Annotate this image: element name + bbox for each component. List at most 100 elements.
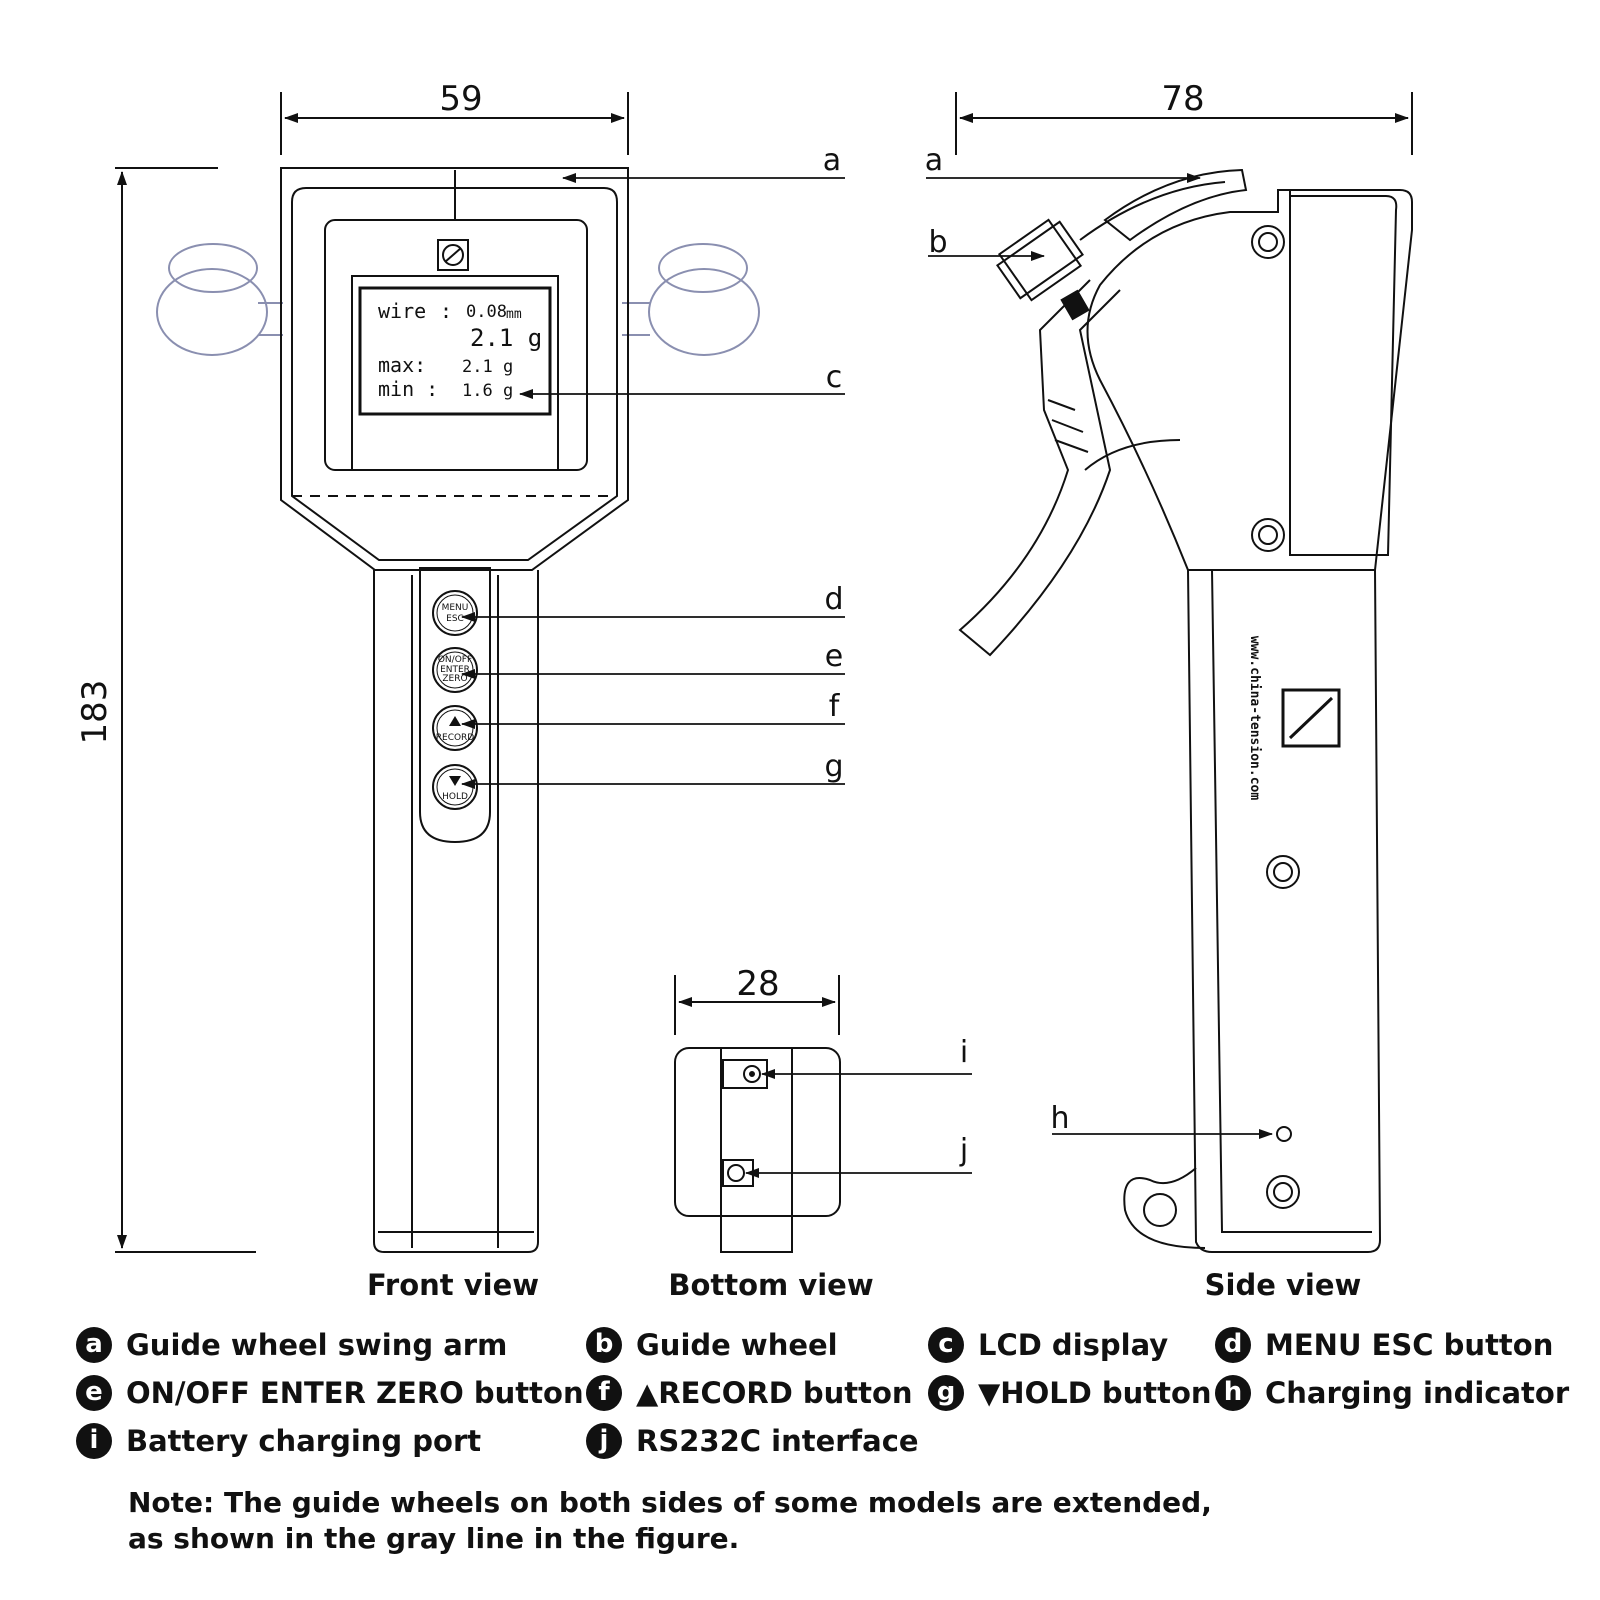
legend-item-h: h Charging indicator — [1215, 1373, 1569, 1413]
callout-i: i — [960, 1035, 968, 1070]
lcd-wire-sep: : — [440, 299, 452, 323]
legend-item-i: i Battery charging port — [76, 1421, 481, 1461]
hold-button[interactable]: HOLD — [432, 764, 478, 810]
extended-guide-wheels-gray — [156, 243, 760, 356]
lcd-display — [351, 275, 559, 471]
front-height-dimension — [115, 167, 256, 1253]
up-triangle-icon — [449, 716, 461, 726]
menu-esc-button[interactable]: MENU ESC — [432, 590, 478, 636]
front-width-label: 59 — [439, 79, 482, 119]
callout-f: f — [829, 689, 841, 724]
lcd-wire-unit: mm — [506, 307, 522, 322]
screw-icon — [1251, 518, 1285, 552]
note-line-1: Note: The guide wheels on both sides of … — [128, 1486, 1212, 1519]
website-url: www.china-tension.com — [1247, 636, 1262, 801]
legend-badge-g: g — [928, 1375, 964, 1411]
legend-text-h: Charging indicator — [1265, 1376, 1570, 1410]
bottom-width-label: 28 — [736, 964, 779, 1004]
charging-indicator — [1276, 1126, 1292, 1142]
lcd-wire-label: wire — [378, 299, 426, 323]
legend-text-b: Guide wheel — [636, 1328, 838, 1362]
front-view-caption: Front view — [367, 1268, 539, 1302]
menu-label: MENU — [442, 603, 469, 613]
callout-g: g — [824, 749, 843, 784]
side-view-caption: Side view — [1205, 1268, 1362, 1302]
legend-item-b: b Guide wheel — [586, 1325, 838, 1365]
side-width-dimension — [955, 92, 1413, 155]
hold-label: HOLD — [442, 792, 468, 802]
legend-item-a: a Guide wheel swing arm — [76, 1325, 507, 1365]
legend-text-a: Guide wheel swing arm — [126, 1328, 508, 1362]
charging-port — [722, 1059, 768, 1089]
screw-icon — [1251, 225, 1285, 259]
bottom-outline — [674, 1047, 841, 1217]
legend-badge-e: e — [76, 1375, 112, 1411]
front-width-dimension — [280, 92, 629, 155]
legend-badge-a: a — [76, 1327, 112, 1363]
enter-label: ENTER — [440, 665, 470, 675]
record-label: RECORD — [436, 733, 475, 743]
lcd-text: wire : 0.08 mm 2.1 g max: 2.1 g min : 1.… — [378, 299, 542, 401]
side-width-label: 78 — [1161, 79, 1204, 119]
side-view — [926, 92, 1413, 1253]
legend-badge-h: h — [1215, 1375, 1251, 1411]
legend-badge-b: b — [586, 1327, 622, 1363]
legend-item-j: j RS232C interface — [586, 1421, 919, 1461]
callout-c: c — [826, 360, 843, 395]
bottom-view-caption: Bottom view — [668, 1268, 873, 1302]
parts-legend: a Guide wheel swing arm b Guide wheel c … — [70, 1325, 1570, 1565]
trigger-lever — [958, 279, 1121, 657]
callout-a-front: a — [823, 143, 841, 178]
legend-item-e: e ON/OFF ENTER ZERO button — [76, 1373, 584, 1413]
legend-text-g: ▼HOLD button — [978, 1376, 1212, 1410]
legend-item-f: f ▲RECORD button — [586, 1373, 913, 1413]
legend-item-d: d MENU ESC button — [1215, 1325, 1553, 1365]
legend-badge-i: i — [76, 1423, 112, 1459]
front-head-outline — [280, 167, 629, 571]
on-off-label: ON/OFF — [438, 655, 472, 665]
front-height-label: 183 — [75, 680, 115, 745]
legend-text-f: ▲RECORD button — [636, 1376, 913, 1410]
record-button[interactable]: RECORD — [432, 705, 478, 751]
lcd-current-value: 2.1 g — [470, 324, 542, 352]
callout-b: b — [928, 225, 947, 260]
bottom-view — [674, 975, 972, 1253]
legend-badge-f: f — [586, 1375, 622, 1411]
legend-text-j: RS232C interface — [636, 1424, 919, 1458]
legend-badge-c: c — [928, 1327, 964, 1363]
lcd-wire-value: 0.08 — [466, 302, 507, 322]
callout-h: h — [1050, 1101, 1069, 1136]
button-strip — [419, 567, 491, 844]
zero-label: ZERO — [442, 674, 467, 684]
lcd-max-value: 2.1 g — [462, 357, 513, 377]
brand-logo — [437, 239, 469, 271]
legend-text-e: ON/OFF ENTER ZERO button — [126, 1376, 584, 1410]
callout-a-side: a — [925, 143, 943, 178]
bottom-width-dimension — [674, 975, 840, 1035]
legend-text-c: LCD display — [978, 1328, 1169, 1362]
lcd-max-label: max: — [378, 353, 426, 377]
hanging-hook — [1123, 1167, 1206, 1249]
down-triangle-icon — [449, 776, 461, 786]
front-view — [115, 92, 760, 1253]
note-line-2: as shown in the gray line in the figure. — [128, 1522, 740, 1555]
lcd-min-value: 1.6 g — [462, 381, 513, 401]
legend-item-c: c LCD display — [928, 1325, 1168, 1365]
callout-j: j — [959, 1133, 968, 1168]
esc-label: ESC — [446, 614, 464, 624]
extension-note: Note: The guide wheels on both sides of … — [128, 1485, 1548, 1557]
legend-text-i: Battery charging port — [126, 1424, 482, 1458]
callout-e: e — [825, 639, 843, 674]
on-off-enter-zero-button[interactable]: ON/OFF ENTER ZERO — [432, 647, 478, 693]
legend-text-d: MENU ESC button — [1265, 1328, 1554, 1362]
side-guide-wheel — [996, 218, 1084, 302]
legend-badge-j: j — [586, 1423, 622, 1459]
side-body-outline — [1086, 189, 1413, 1253]
swing-arm — [1103, 168, 1248, 242]
screw-icon — [1266, 855, 1300, 889]
legend-item-g: g ▼HOLD button — [928, 1373, 1212, 1413]
screw-icon — [1266, 1175, 1300, 1209]
front-handle — [373, 570, 539, 1253]
side-logo — [1281, 688, 1341, 748]
